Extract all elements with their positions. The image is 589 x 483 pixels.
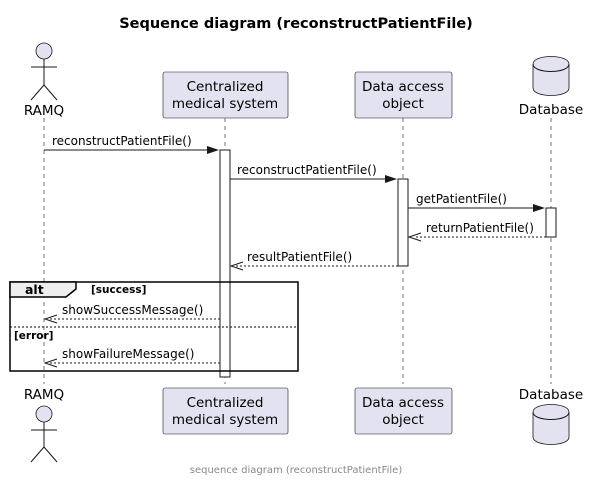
message-label: reconstructPatientFile() [237, 163, 377, 177]
guard-success: [success] [91, 284, 146, 296]
participant-dao-line2: object [382, 96, 424, 112]
participant-central-line1: Centralized [187, 79, 264, 95]
message-label: showSuccessMessage() [62, 303, 203, 317]
database-top: Database [519, 56, 583, 118]
message-label: returnPatientFile() [426, 221, 534, 235]
message-label: getPatientFile() [416, 192, 507, 206]
alt-label: alt [25, 282, 44, 297]
alt-fragment: alt [success] [error] [9, 281, 299, 372]
activation-central [219, 149, 231, 378]
guard-error: [error] [14, 330, 53, 342]
message-6: showSuccessMessage() [43, 303, 220, 324]
database-bottom-label: Database [519, 387, 583, 403]
message-label: reconstructPatientFile() [52, 134, 192, 148]
database-bottom: Database [519, 387, 583, 445]
participant-dao-bottom: Data access object [354, 387, 453, 435]
actor-ramq-label: RAMQ [24, 103, 64, 119]
message-label: resultPatientFile() [247, 250, 352, 264]
message-7: showFailureMessage() [43, 347, 220, 368]
participant-dao-top: Data access object [354, 71, 453, 119]
diagram-title: Sequence diagram (reconstructPatientFile… [119, 16, 473, 32]
message-label: showFailureMessage() [62, 347, 194, 361]
database-icon [532, 404, 570, 445]
actor-head-icon [35, 405, 53, 423]
footer-caption: sequence diagram (reconstructPatientFile… [190, 465, 403, 476]
participant-central-bottom: Centralized medical system [162, 387, 289, 435]
message-1: reconstructPatientFile() [44, 134, 219, 154]
database-icon [532, 56, 570, 96]
message-4: returnPatientFile() [407, 221, 546, 242]
participant-central-line1-bottom: Centralized [187, 395, 264, 411]
message-2: reconstructPatientFile() [230, 163, 397, 183]
actor-ramq-label-bottom: RAMQ [24, 387, 64, 403]
actor-ramq-top: RAMQ [24, 42, 64, 119]
participant-dao-line1-bottom: Data access [362, 395, 444, 411]
message-5: resultPatientFile() [229, 250, 398, 271]
message-3: getPatientFile() [408, 192, 545, 212]
activation-dao [397, 178, 409, 267]
actor-head-icon [35, 42, 53, 60]
participant-central-top: Centralized medical system [162, 71, 289, 119]
participant-dao-line2-bottom: object [382, 412, 424, 428]
actor-ramq-bottom: RAMQ [24, 387, 64, 463]
participant-dao-line1: Data access [362, 79, 444, 95]
database-top-label: Database [519, 102, 583, 118]
participant-central-line2: medical system [172, 96, 278, 112]
activation-database [545, 207, 557, 238]
participant-central-line2-bottom: medical system [172, 412, 278, 428]
